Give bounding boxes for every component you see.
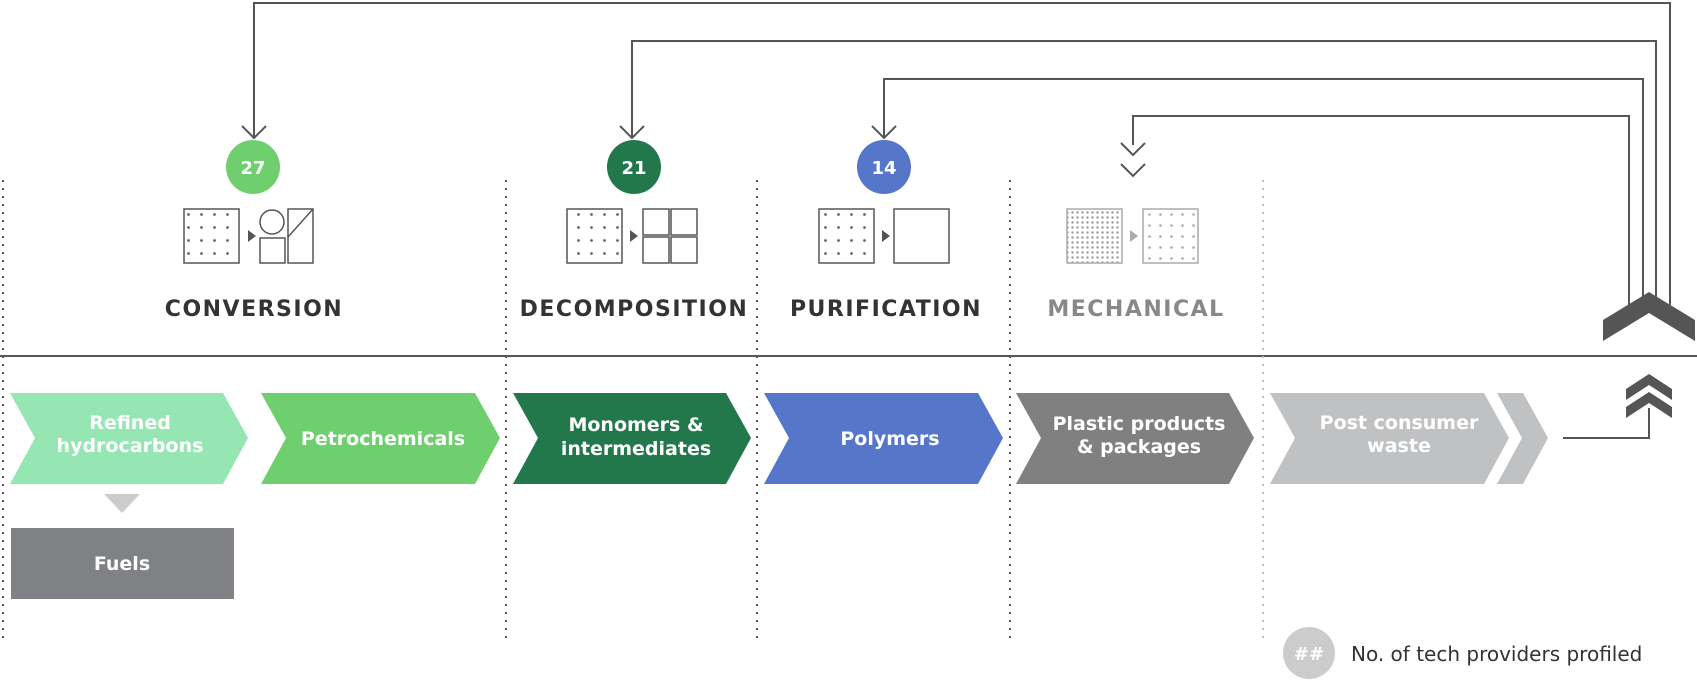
arrow-head-purification-icon xyxy=(871,125,897,140)
chain-step-monomers-intermediates: Monomers & intermediates xyxy=(513,393,751,484)
count-circle xyxy=(226,140,280,194)
count-value: 21 xyxy=(621,158,646,179)
fuels-label: Fuels xyxy=(94,553,150,575)
stage-label-decomposition: DECOMPOSITION xyxy=(520,297,749,322)
chain-step-label-line1: Plastic products xyxy=(1053,413,1226,435)
chain-step-label-line2: intermediates xyxy=(561,438,711,460)
loop-to-mechanical xyxy=(1132,115,1630,305)
chain-step-polymers: Polymers xyxy=(764,393,1003,484)
chain-step-label-line1: Petrochemicals xyxy=(301,428,465,450)
recycle-chevron-icon xyxy=(1603,292,1695,341)
legend: ## No. of tech providers profiled xyxy=(1283,627,1642,679)
mechanical-process-icon xyxy=(1066,208,1199,264)
legend-text: No. of tech providers profiled xyxy=(1351,642,1642,666)
chain-step-refined-hydrocarbons: Refined hydrocarbons xyxy=(10,393,248,484)
chevron-shape xyxy=(10,393,248,484)
fuels-box: Fuels xyxy=(11,528,234,599)
double-up-arrow-icon xyxy=(1626,374,1672,418)
chain-step-post-consumer-waste: Post consumer waste xyxy=(1270,393,1548,484)
count-badge-decomposition: 21 xyxy=(607,140,661,194)
stage-label-mechanical: MECHANICAL xyxy=(1047,297,1224,322)
purification-process-icon xyxy=(818,208,950,264)
arrow-head-conversion-icon xyxy=(241,125,267,140)
chain-step-label-line2: waste xyxy=(1367,435,1431,457)
chain-step-petrochemicals: Petrochemicals xyxy=(261,393,500,484)
count-circle xyxy=(607,140,661,194)
count-value: 14 xyxy=(871,158,896,179)
decomposition-process-icon xyxy=(566,208,698,264)
fuels-box-shape xyxy=(11,528,234,599)
chevron-shape xyxy=(513,393,751,484)
loop-to-decomposition xyxy=(631,40,1657,305)
loop-to-purification xyxy=(883,78,1644,305)
legend-symbol-circle xyxy=(1283,627,1335,679)
chain-step-label-line1: Polymers xyxy=(840,428,939,450)
chain-step-plastic-products: Plastic products & packages xyxy=(1016,393,1254,484)
conversion-process-icon xyxy=(183,208,314,264)
chain-step-label-line1: Monomers & xyxy=(568,414,703,436)
chevron-shape xyxy=(1270,393,1509,484)
chevron-shape xyxy=(1016,393,1254,484)
loop-to-conversion xyxy=(253,2,1671,305)
arrow-head-mechanical-icon xyxy=(1120,142,1146,157)
feedback-loops xyxy=(241,2,1671,305)
arrow-head-mechanical-second-icon xyxy=(1120,163,1146,178)
count-circle xyxy=(857,140,911,194)
arrow-head-decomposition-icon xyxy=(619,125,645,140)
chevron-tail-icon xyxy=(1497,393,1548,484)
chevron-shape xyxy=(764,393,1003,484)
chain-step-label-line1: Post consumer xyxy=(1320,412,1479,434)
waste-return-connector xyxy=(1563,408,1650,439)
chain-step-label-line2: & packages xyxy=(1077,436,1201,458)
fuels-down-triangle-icon xyxy=(104,494,140,513)
chain-step-label-line1: Refined xyxy=(89,412,171,434)
chevron-shape xyxy=(261,393,500,484)
count-value: 27 xyxy=(240,158,265,179)
count-badge-purification: 14 xyxy=(857,140,911,194)
stage-label-conversion: CONVERSION xyxy=(165,297,343,322)
stage-label-purification: PURIFICATION xyxy=(790,297,982,322)
chain-step-label-line2: hydrocarbons xyxy=(57,435,204,457)
legend-symbol: ## xyxy=(1294,644,1324,665)
count-badge-conversion: 27 xyxy=(226,140,280,194)
